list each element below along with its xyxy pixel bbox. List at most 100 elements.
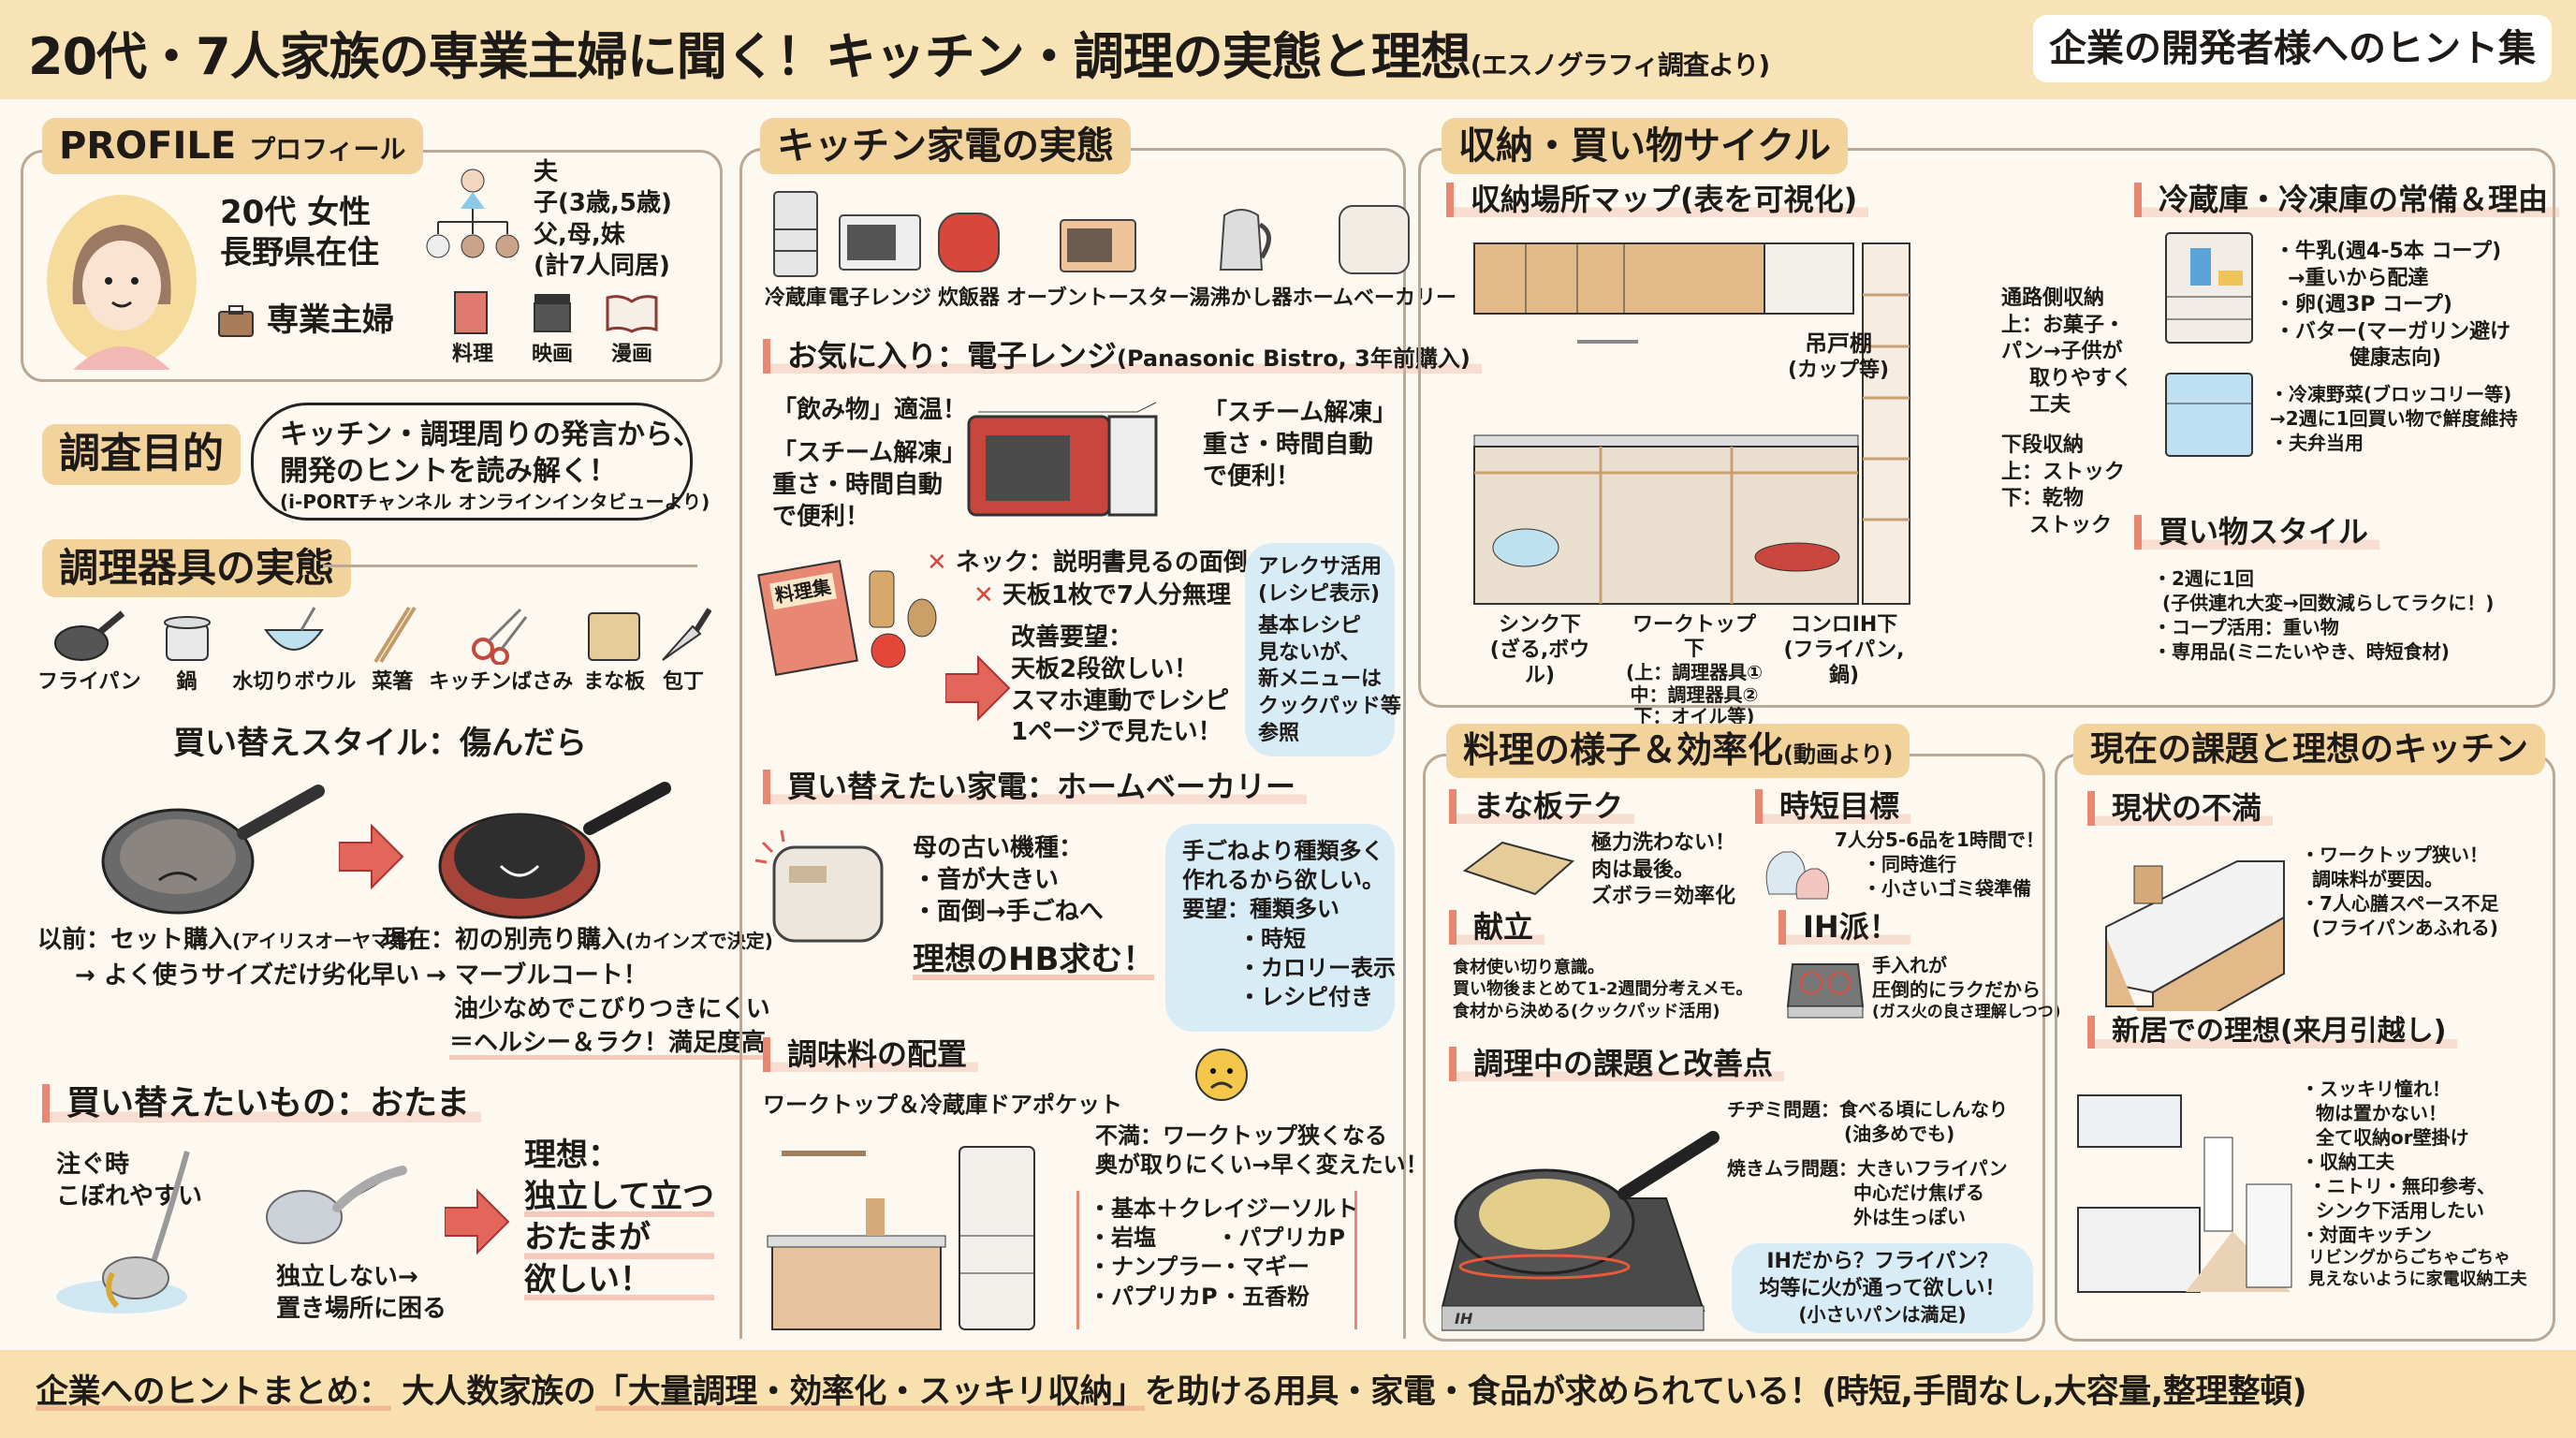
seasoning-item: ・岩塩 [1089,1225,1156,1252]
text-line: 作れるから欲しい。 [1182,867,1384,894]
cooking-tag: 料理の様子＆効率化(動画より) [1446,724,1910,778]
favorite-right: 「スチーム解凍」重さ・時間自動で便利！ [1203,398,1397,492]
bakery-title: 買い替えたい家電：ホームベーカリー [763,770,1308,804]
text-line: ・レシピ付き [1238,983,1373,1010]
ih-label: IH [1455,1310,1473,1328]
cooking-tag-text: 料理の様子＆効率化 [1463,729,1784,770]
appliance-label: 湯沸かし器 [1189,286,1293,310]
ideal-line: 欲しい！ [524,1258,714,1300]
right-arrow-icon [339,824,404,889]
replace-style-title: 買い替えスタイル：傷んだら [173,725,587,762]
purpose-source: (i-PORTチャンネル オンラインインタビューより) [280,491,710,513]
text-line: シンク下 [1498,613,1581,637]
text-line: (フライパンあふれる) [2312,917,2498,939]
appliance-label: 炊飯器 [938,286,1001,310]
favorite-title-text: お気に入り：電子レンジ [787,338,1118,374]
text-line: 買い物後まとめて1-2週間分考えメモ。 [1453,979,1753,1000]
text-line: 外は生っぽい [1853,1206,1966,1228]
text-line: 焼きムラ問題：大きいフライパン [1727,1157,2008,1180]
cooking-bubble: IHだから？フライパン？ 均等に火が通って欲しい！ (小さいパンは満足) [1732,1243,2033,1333]
page-title: 20代・7人家族の専業主婦に聞く！キッチン・調理の実態と理想(エスノグラフィ調査… [28,15,1770,89]
appliance-bread-maker: ホームベーカリー [1293,187,1456,311]
text-line: 均等に火が通って欲しい！ [1759,1276,2006,1300]
tool-label: 包丁 [662,670,704,694]
garbage-bags-icon [1765,851,1830,900]
worn-frying-pan-icon [101,785,325,915]
tool-label: 鍋 [176,670,198,694]
label-under-sink: シンク下(ざる,ボウル) [1479,613,1601,688]
tool-frying-pan: フライパン [37,604,141,695]
text-line: ・バター(マーガリン避け [2275,319,2511,344]
text-line: アレクサ活用 [1258,555,1383,579]
knife-icon [662,608,711,661]
text-line: (小さいパンは満足) [1798,1303,1967,1327]
ih-cooktop-icon [1786,963,1865,1019]
before-label: 以前：セット購入(アイリスオーヤマ等) [37,925,417,957]
appliance-fridge: 冷蔵庫 [763,187,828,311]
text-line: で便利！ [1203,462,1301,491]
bakery-old: 母の古い機種：・音が大きい・面倒→手ごねへ [913,833,1104,928]
title-text: 20代・7人家族の専業主婦に聞く！キッチン・調理の実態と理想 [28,27,1471,86]
old-bread-maker-icon [754,829,884,943]
ih-text: 手入れが圧倒的にラクだから(ガス火の良さ理解しつつ) [1872,953,2061,1022]
bowl-icon [264,607,325,651]
text-line: 「スチーム解凍」 [1203,399,1398,427]
hint-collection-badge: 企業の開発者様へのヒント集 [2033,15,2552,82]
kettle-icon [1219,209,1271,271]
summary-band [0,1350,2576,1438]
ideal-kitchen-illustration [2077,1094,2292,1293]
now-text: 現在：初の別売り購入 [382,926,626,954]
hobby-label: 料理 [451,343,493,366]
issue-chijimi: チヂミ問題：食べる頃にしんなり(油多めでも) [1727,1097,2008,1146]
purpose-line: 開発のヒントを読み解く！ [280,455,617,488]
bakery-ideal: 理想のHB求む！ [913,939,1155,981]
now-detail-2: 油少なめでこびりつきにくい [454,995,770,1023]
current-list: ・ワークトップ狭い！調味料が要因。・7人心膳スペース不足(フライパンあふれる) [2301,843,2499,940]
now-detail-1: → マーブルコート！ [426,961,648,990]
text-line: ・ニトリ・無印参考、 [2308,1175,2496,1197]
text-line: ・2週に1回 [2153,567,2254,590]
text-line: リビングからごちゃごちゃ [2308,1248,2510,1268]
issues-title: 調理中の課題と改善点 [1449,1047,1785,1081]
text-line: ・スッキリ憧れ！ [2301,1078,2451,1100]
fridge-stock-icon [2165,232,2253,344]
text-line: IHだから？フライパン？ [1766,1250,1998,1273]
tool-colander-bowl: 水切りボウル [232,604,356,695]
seasoning-item: ・五香粉 [1220,1283,1310,1310]
text-line: 物は置かない！ [2316,1102,2447,1124]
text-line: 見ないが、 [1258,640,1361,665]
right-arrow-icon [445,1189,510,1255]
text-line: 見えないように家電収納工夫 [2308,1269,2527,1290]
text-line: ・冷凍野菜(ブロッコリー等) [2270,383,2512,405]
text-line: (ざる,ボウル) [1489,638,1590,687]
sad-face-icon [1195,1049,1248,1101]
text-line: 工夫 [2029,393,2071,418]
board-title: まな板テク [1449,789,1635,824]
open-book-icon [606,295,658,333]
text-line: 手ごねより種類多く [1182,838,1384,864]
menu-title: 献立 [1449,910,1545,945]
label-wall-cabinet: 吊戸棚(カップ等) [1788,330,1889,384]
appliance-microwave: 電子レンジ [828,187,931,311]
summary-label: 企業へのヒントまとめ： [36,1373,391,1411]
divider [323,565,697,567]
tool-label: 水切りボウル [232,670,357,694]
text-line: ・卵(週3P コープ) [2275,293,2452,317]
appliance-label: 冷蔵庫 [764,286,827,310]
favorite-left-1: 「飲み物」適温！ [772,396,968,424]
profile-tag: PROFILE プロフィール [42,118,423,174]
seasoning-subtitle: ワークトップ＆冷蔵庫ドアポケット [763,1092,1122,1118]
scissors-icon [472,608,528,665]
text-line: 取りやすく [2029,366,2133,390]
text-line: 食材から決める(クックパッド活用) [1453,1001,1720,1021]
cookbook-icon [454,291,488,334]
current-kitchen-illustration [2105,860,2285,1011]
ideal-line: おたまが [524,1217,714,1259]
tool-label: キッチンばさみ [429,670,574,694]
text-line: 極力洗わない！ [1591,831,1736,855]
text-line: (レシピ表示) [1258,581,1381,606]
text-line: ・牛乳(週4-5本 コープ) [2275,240,2502,263]
shopping-title: 買い物スタイル [2134,515,2380,550]
text-line: 参照 [1258,721,1300,745]
text-line: ・夫弁当用 [2270,432,2364,454]
